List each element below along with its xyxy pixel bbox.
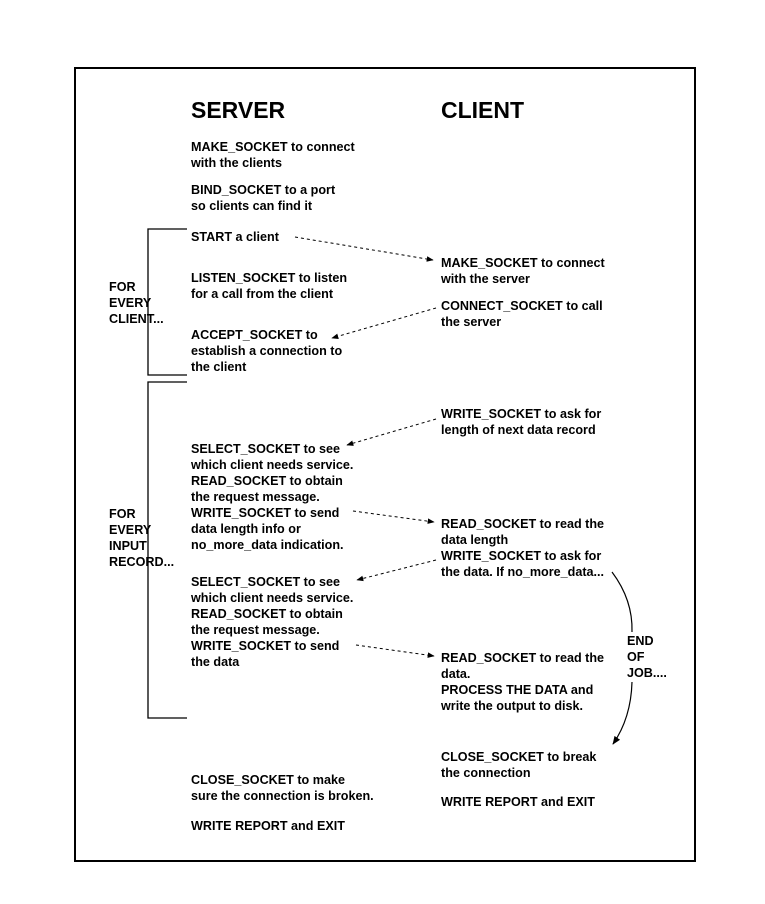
arrow-length-info-to-read	[352, 510, 435, 524]
arrow-ask-length-to-select	[346, 418, 437, 446]
server-select-read-write-1: SELECT_SOCKET to see which client needs …	[191, 442, 354, 552]
client-column-header: CLIENT	[441, 97, 525, 123]
client-loop-bracket	[147, 228, 187, 376]
client-write-report: WRITE REPORT and EXIT	[441, 795, 595, 809]
server-write-report: WRITE REPORT and EXIT	[191, 819, 345, 833]
arrow-send-data-to-read	[355, 644, 435, 658]
client-read-length-write-ask: READ_SOCKET to read the data length WRIT…	[441, 517, 605, 579]
client-read-process: READ_SOCKET to read the data. PROCESS TH…	[441, 651, 605, 713]
server-bind-socket: BIND_SOCKET to a port so clients can fin…	[191, 183, 336, 213]
server-listen-socket: LISTEN_SOCKET to listen for a call from …	[191, 271, 348, 301]
client-close-socket: CLOSE_SOCKET to break the connection	[441, 750, 597, 780]
arrow-connect-to-accept	[331, 307, 437, 339]
client-write-ask-length: WRITE_SOCKET to ask for length of next d…	[441, 407, 602, 437]
client-loop-label: FOR EVERY CLIENT...	[109, 280, 164, 326]
server-accept-socket: ACCEPT_SOCKET to establish a connection …	[191, 328, 343, 374]
client-make-socket: MAKE_SOCKET to connect with the server	[441, 256, 605, 286]
arrow-start-to-client-make	[294, 236, 434, 262]
server-column-header: SERVER	[191, 97, 286, 123]
server-close-socket: CLOSE_SOCKET to make sure the connection…	[191, 773, 374, 803]
server-select-read-write-2: SELECT_SOCKET to see which client needs …	[191, 575, 354, 669]
diagram-frame	[74, 67, 696, 862]
client-connect-socket: CONNECT_SOCKET to call the server	[441, 299, 603, 329]
arrow-ask-data-to-select	[356, 559, 437, 582]
end-of-job-curve-upper	[611, 571, 633, 633]
server-make-socket: MAKE_SOCKET to connect with the clients	[191, 140, 355, 170]
record-loop-bracket	[147, 381, 187, 719]
server-start-client: START a client	[191, 230, 279, 244]
record-loop-label: FOR EVERY INPUT RECORD...	[109, 507, 175, 569]
end-of-job-label: END OF JOB....	[627, 634, 667, 680]
end-of-job-curve-lower	[612, 681, 633, 745]
